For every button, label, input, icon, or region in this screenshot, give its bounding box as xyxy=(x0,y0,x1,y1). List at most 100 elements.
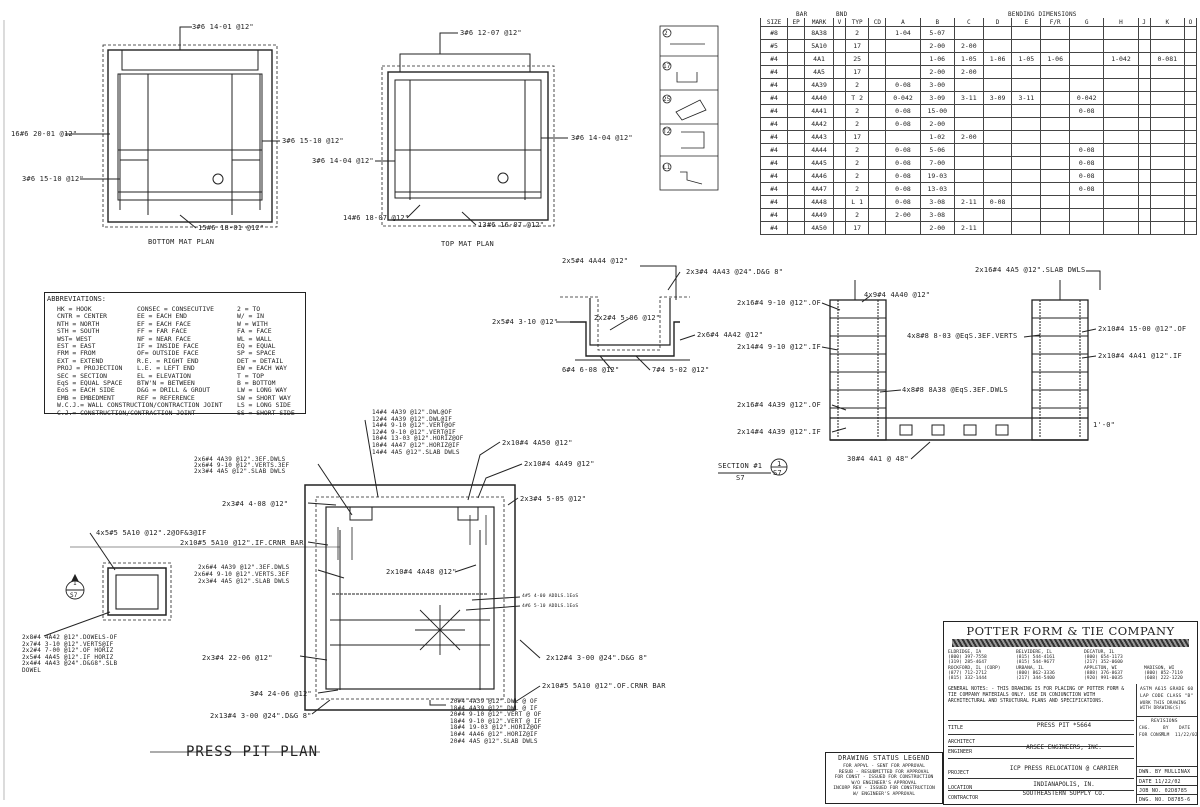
schedule-col-header: MARK xyxy=(804,18,834,27)
bottom-mat-label: 3#6 14-01 @12" xyxy=(192,23,254,31)
schedule-cell xyxy=(885,130,921,144)
schedule-cell xyxy=(1137,26,1151,40)
schedule-cell xyxy=(868,65,887,79)
schedule-cell xyxy=(868,221,887,235)
schedule-cell xyxy=(982,65,1013,79)
schedule-cell xyxy=(868,52,887,66)
title-block-right-panel: ASTM A615 GRADE 60 LAP CODE CLASS "B" WO… xyxy=(1136,684,1198,803)
drawing-number: DWG. NO. D8785-6 xyxy=(1139,797,1191,803)
schedule-cell: #5 xyxy=(759,39,789,53)
schedule-cell xyxy=(953,182,984,196)
pit-top-label: 10#4 13-03 @12".HORIZ@OF xyxy=(372,435,464,443)
schedule-cell: 5A10 xyxy=(804,39,834,53)
schedule-col-header: B xyxy=(919,18,955,27)
schedule-cell xyxy=(1149,143,1185,157)
schedule-cell: 3-11 xyxy=(1011,91,1042,105)
office-line: (877) 712-2712 xyxy=(948,671,987,677)
abbreviation-entry: SS = SHORT SIDE xyxy=(237,408,295,417)
trench-label: 6#4 6-08 @12" xyxy=(562,366,620,374)
schedule-cell xyxy=(1103,169,1139,183)
office-entry: MADISON, WI(800) 852-7119(608) 222-1220 xyxy=(1144,666,1200,682)
abbreviation-entry: PROJ = PROJECTION xyxy=(57,364,123,373)
schedule-cell: 2 xyxy=(844,156,870,170)
schedule-cell xyxy=(1040,91,1071,105)
office-line: DECATUR, IL xyxy=(1084,650,1115,655)
office-line: (800) 397-7558 xyxy=(948,655,987,661)
top-mat-label: 13#6 16-07 @12" xyxy=(478,221,545,229)
schedule-cell xyxy=(1103,39,1139,53)
schedule-bnd-header: BND xyxy=(836,11,848,18)
schedule-cell: 0-08 xyxy=(885,156,921,170)
schedule-cell xyxy=(787,195,806,209)
schedule-cell xyxy=(787,78,806,92)
schedule-cell: T 2 xyxy=(844,91,870,105)
schedule-cell xyxy=(868,39,887,53)
schedule-cell xyxy=(832,65,846,79)
schedule-cell xyxy=(1137,39,1151,53)
schedule-cell xyxy=(787,91,806,105)
abbreviation-entry: W/ = IN xyxy=(237,312,264,321)
schedule-cell xyxy=(885,65,921,79)
schedule-cell xyxy=(1103,117,1139,131)
schedule-cell: L 1 xyxy=(844,195,870,209)
pit-detail-label: 2x2#4 7-00 @12".OF HORIZ xyxy=(22,647,114,655)
rev-header-chg: CHG. xyxy=(1139,726,1151,731)
lap-code: LAP CODE CLASS "B" xyxy=(1140,694,1194,699)
abbreviation-entry: LS = LONG SIDE xyxy=(237,401,291,410)
schedule-cell xyxy=(982,156,1013,170)
pit-detail-label: DOWEL xyxy=(22,666,42,674)
status-legend-line: RESUB - RESUBMITTED FOR APPROVAL xyxy=(838,769,930,775)
schedule-cell xyxy=(1069,39,1105,53)
office-entry: BELVIDERE, IL(815) 544-4161(815) 544-967… xyxy=(1016,650,1076,666)
schedule-cell: 4A46 xyxy=(804,169,834,183)
abbreviation-entry: B = BOTTOM xyxy=(237,379,276,388)
abbreviation-entry: REF = REFERENCE xyxy=(137,393,195,402)
bottom-mat-plan-title: BOTTOM MAT PLAN xyxy=(148,238,215,246)
top-mat-label: 3#6 14-04 @12" xyxy=(571,134,633,142)
trench-label: 2x5#4 4A44 @12" xyxy=(562,257,629,265)
abbreviation-entry: EQ = EQUAL xyxy=(237,342,276,351)
pit-detail-label: 2x8#4 4A42 @12".DOWELS-OF xyxy=(22,634,118,641)
schedule-cell xyxy=(1011,169,1042,183)
schedule-cell xyxy=(832,221,846,235)
drawing-date: DATE 11/22/02 xyxy=(1139,779,1181,785)
schedule-cell xyxy=(1069,117,1105,131)
pit-detail-label: 2x4#4 4A43 @24".D&G8".SLB xyxy=(22,660,118,668)
schedule-cell xyxy=(1149,91,1185,105)
schedule-cell xyxy=(1040,39,1071,53)
schedule-cell: 4A39 xyxy=(804,78,834,92)
office-entry: ELDRIDGE, IA(800) 397-7558(319) 285-4647 xyxy=(948,650,1008,666)
schedule-cell xyxy=(1183,39,1198,53)
schedule-cell xyxy=(1011,130,1042,144)
schedule-col-header: TYP xyxy=(844,18,870,27)
section-label: 4x8#8 8A38 @EqS.3EF.DWLS xyxy=(902,386,1008,394)
pit-label-left: 2x3#4 22-06 @12" xyxy=(202,654,273,662)
office-entry: APPLETON, WI(888) 376-8637(920) 991-0035 xyxy=(1084,666,1144,682)
bend-type-icons xyxy=(659,25,719,191)
office-line: BELVIDERE, IL xyxy=(1016,650,1052,655)
schedule-col-header: SIZE xyxy=(759,18,789,27)
schedule-cell xyxy=(953,117,984,131)
schedule-cell: 0-08 xyxy=(1069,143,1105,157)
schedule-cell xyxy=(832,143,846,157)
schedule-cell: #8 xyxy=(759,26,789,40)
schedule-cell: 2 xyxy=(844,104,870,118)
pit-detail-label: 2x7#4 3-10 @12".VERTS@IF xyxy=(22,640,114,648)
schedule-cell xyxy=(1183,26,1198,40)
schedule-cell: #4 xyxy=(759,65,789,79)
schedule-cell xyxy=(1149,208,1185,222)
status-legend-line: W/O ENGINEER'S APPROVAL xyxy=(851,780,917,786)
abbreviation-entry: DET = DETAIL xyxy=(237,356,284,365)
company-name: POTTER FORM & TIE COMPANY xyxy=(966,624,1175,638)
schedule-cell xyxy=(982,143,1013,157)
schedule-cell: 3-09 xyxy=(919,91,955,105)
schedule-cell xyxy=(1137,52,1151,66)
schedule-cell xyxy=(1149,130,1185,144)
section-label: 2x10#4 15-00 @12".OF xyxy=(1098,325,1187,333)
schedule-cell: 2 xyxy=(844,169,870,183)
pit-label-left: 2x10#5 5A10 @12".IF.CRNR BAR xyxy=(180,539,304,547)
schedule-cell: 0-042 xyxy=(885,91,921,105)
